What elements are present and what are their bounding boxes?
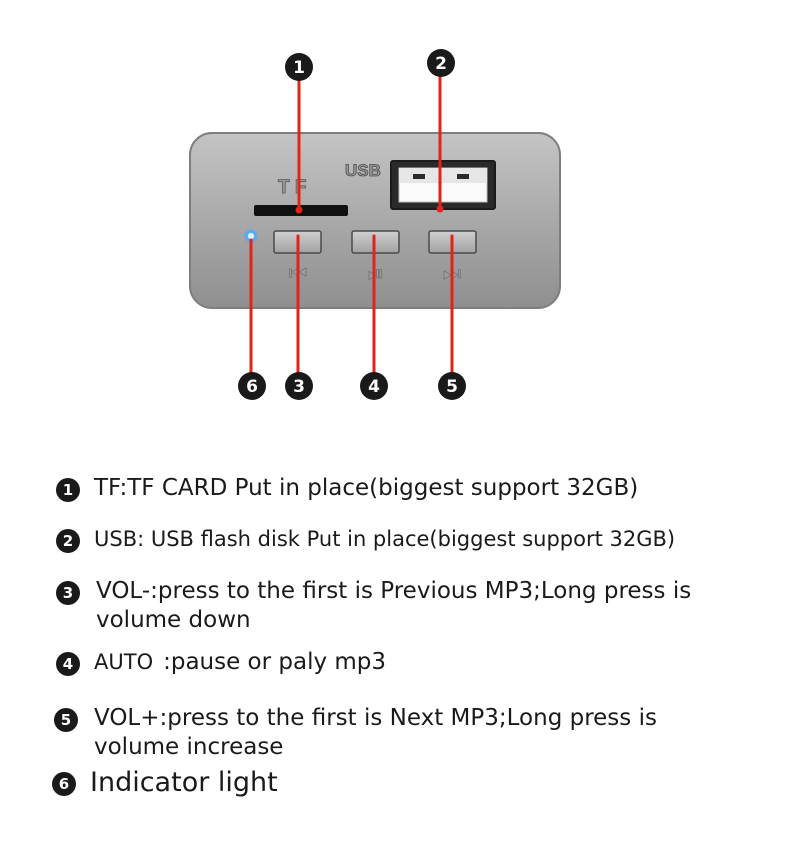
legend-bullet-6: 6	[52, 772, 76, 796]
callout-4: 4	[360, 372, 388, 400]
legend-text-1: TF:TF CARD Put in place(biggest support …	[94, 475, 639, 501]
legend-item-5: 5 VOL+:press to the first is Next MP3;Lo…	[54, 704, 657, 762]
tf-label: T F	[278, 177, 307, 198]
legend-text-6: Indicator light	[90, 767, 278, 798]
legend-bullet-4: 4	[56, 652, 80, 676]
svg-text:6: 6	[246, 377, 258, 397]
legend-text-3-line2: volume down	[96, 607, 251, 633]
legend-text-5-line2: volume increase	[94, 734, 284, 760]
svg-text:2: 2	[435, 54, 447, 74]
callout-5: 5	[438, 372, 466, 400]
svg-text:5: 5	[446, 377, 458, 397]
play-pause-icon: ⏯	[368, 261, 384, 285]
legend-text-4b: :pause or paly mp3	[163, 649, 387, 675]
legend-item-4: 4 AUTO :pause or paly mp3	[56, 648, 386, 677]
callout-1: 1	[285, 53, 313, 81]
legend-text-5-line1: VOL+:press to the first is Next MP3;Long…	[94, 705, 657, 731]
legend-item-3: 3 VOL-:press to the first is Previous MP…	[56, 577, 691, 635]
legend-bullet-5: 5	[54, 708, 78, 732]
svg-text:4: 4	[368, 377, 380, 397]
legend-text-4a: AUTO	[94, 650, 154, 674]
usb-port[interactable]	[390, 160, 496, 210]
legend-item-1: 1 TF:TF CARD Put in place(biggest suppor…	[56, 474, 638, 503]
legend-item-2: 2 USB: USB flash disk Put in place(bigge…	[56, 525, 675, 554]
legend-bullet-1: 1	[56, 478, 80, 502]
legend-bullet-3: 3	[56, 581, 80, 605]
legend-bullet-2: 2	[56, 529, 80, 553]
legend-text-2: USB: USB flash disk Put in place(biggest…	[94, 527, 676, 551]
callout-6: 6	[238, 372, 266, 400]
callout-lines	[249, 74, 454, 378]
legend-item-6: 6 Indicator light	[52, 768, 278, 797]
device-diagram: T F USB ⏮ ⏯ ⏭ 1 2	[189, 49, 561, 400]
callout-2: 2	[427, 49, 455, 77]
callout-3: 3	[285, 372, 313, 400]
usb-label: USB	[345, 161, 381, 180]
svg-text:1: 1	[293, 58, 305, 78]
svg-text:3: 3	[293, 377, 305, 397]
legend-text-3-line1: VOL-:press to the first is Previous MP3;…	[96, 578, 692, 604]
